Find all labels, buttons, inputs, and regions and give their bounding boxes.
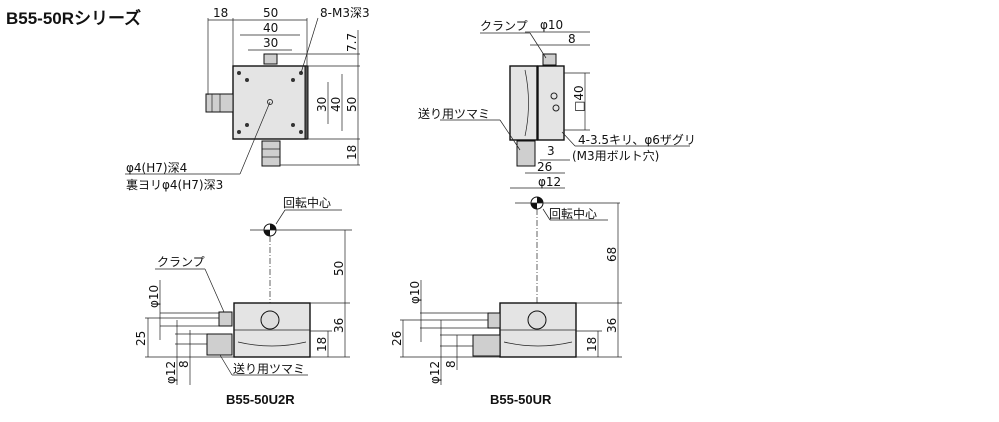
dim-36: 36 xyxy=(605,318,619,333)
side-scale-part xyxy=(509,65,538,141)
dim-26: 26 xyxy=(390,331,404,346)
dim-18: 18 xyxy=(213,6,228,20)
clamp-label: クランプ xyxy=(480,19,528,33)
plate-edge xyxy=(304,65,309,140)
dim-square40: □40 xyxy=(572,85,586,112)
front-view-ur: 回転中心 φ10 26 φ12 8 68 36 18 B55-50UR xyxy=(390,196,622,407)
dim-3: 3 xyxy=(547,144,555,158)
dim-68: 68 xyxy=(605,247,619,262)
bolt-holes-label: 4-3.5キリ、φ6ザグリ xyxy=(578,133,696,147)
side-knob xyxy=(205,93,234,113)
u2r-clamp xyxy=(218,311,233,327)
bolt-holes-note: (M3用ボルト穴) xyxy=(572,148,659,163)
ur-clamp xyxy=(487,312,501,329)
dim-phi12: φ12 xyxy=(428,361,442,384)
dim-phi10: φ10 xyxy=(540,18,563,32)
side-view: クランプ φ10 8 □40 送り用ツマミ 4-3.5キリ、φ6ザグリ (M3用… xyxy=(418,18,696,189)
series-title: B55-50Rシリーズ xyxy=(6,8,141,28)
dim-v18: 18 xyxy=(345,145,359,160)
dim-25: 25 xyxy=(134,331,148,346)
mount-hole-icons xyxy=(237,71,303,134)
dim-phi12: φ12 xyxy=(164,361,178,384)
holes-label: 8-M3深3 xyxy=(320,6,370,20)
dim-8: 8 xyxy=(177,360,191,368)
back-hole-label: 裏ヨリφ4(H7)深3 xyxy=(126,177,223,192)
feed-knob-label: 送り用ツマミ xyxy=(418,106,490,121)
front-view-u2r: 回転中心 クランプ φ10 25 φ12 8 50 36 18 送り用ツマミ B… xyxy=(134,195,352,407)
side-stage-part xyxy=(537,65,565,141)
rotation-center-label: 回転中心 xyxy=(549,206,597,221)
top-clamp xyxy=(263,53,278,65)
dim-50: 50 xyxy=(332,261,346,276)
dim-40: 40 xyxy=(263,21,278,35)
feed-knob-label: 送り用ツマミ xyxy=(233,361,305,376)
dim-30: 30 xyxy=(263,36,278,50)
dim-18: 18 xyxy=(315,337,329,352)
dim-v50: 50 xyxy=(345,97,359,112)
ur-feed-knob xyxy=(472,334,501,357)
model-caption: B55-50UR xyxy=(490,392,552,407)
dim-36: 36 xyxy=(332,318,346,333)
dim-phi10: φ10 xyxy=(147,285,161,308)
rotation-center-label: 回転中心 xyxy=(283,195,331,210)
center-hole-label: φ4(H7)深4 xyxy=(126,161,187,175)
dim-8: 8 xyxy=(568,32,576,46)
dim-50: 50 xyxy=(263,6,278,20)
dim-phi12: φ12 xyxy=(538,175,561,189)
model-caption: B55-50U2R xyxy=(226,392,295,407)
side-feed-knob xyxy=(516,140,536,167)
top-view: 18 50 40 30 8-M3深3 7.7 30 40 50 18 φ4(H7… xyxy=(125,6,370,192)
u2r-feed-knob xyxy=(206,333,233,356)
dim-26: 26 xyxy=(537,160,552,174)
side-clamp xyxy=(542,53,557,66)
dim-phi10: φ10 xyxy=(408,281,422,304)
dim-8: 8 xyxy=(444,360,458,368)
clamp-label: クランプ xyxy=(157,255,205,269)
dim-v40: 40 xyxy=(329,97,343,112)
dim-7-7: 7.7 xyxy=(345,33,359,52)
bottom-knob xyxy=(261,140,281,167)
dim-v30: 30 xyxy=(315,97,329,112)
dim-18: 18 xyxy=(585,337,599,352)
